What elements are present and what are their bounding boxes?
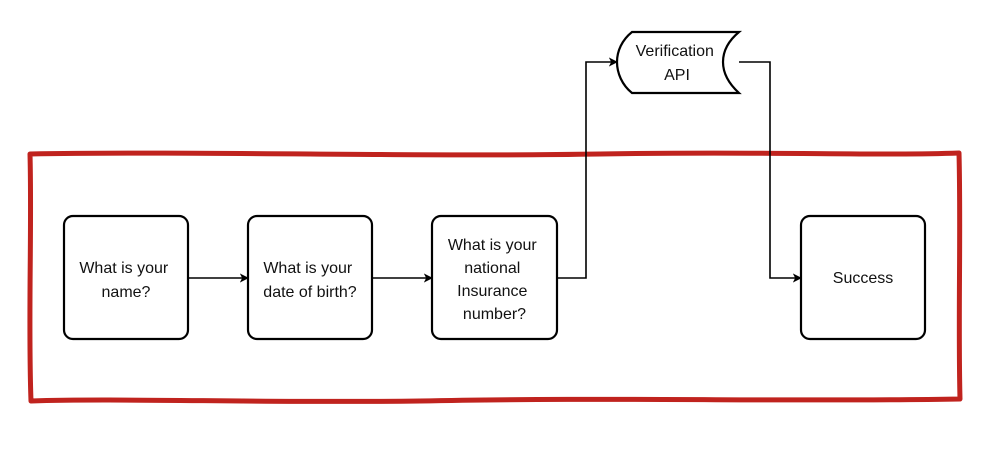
highlight-frame: [27, 150, 963, 404]
node-dob-text: What is your date of birth?: [263, 260, 357, 301]
node-name-text: What is your name?: [79, 260, 172, 301]
node-verification-api: Verification API: [615, 30, 743, 95]
node-nino-question: What is your national Insurance number?: [430, 214, 559, 341]
edge-api-to-success: [739, 61, 802, 283]
edge-nino-to-api: [557, 57, 618, 279]
node-api-text: Verification API: [636, 43, 719, 84]
node-success: Success: [799, 214, 927, 341]
node-dob-question: What is your date of birth?: [246, 214, 374, 341]
node-nino-text: What is your national Insurance number?: [448, 237, 541, 323]
node-name-question: What is your name?: [62, 214, 190, 341]
node-success-text: Success: [833, 270, 893, 287]
